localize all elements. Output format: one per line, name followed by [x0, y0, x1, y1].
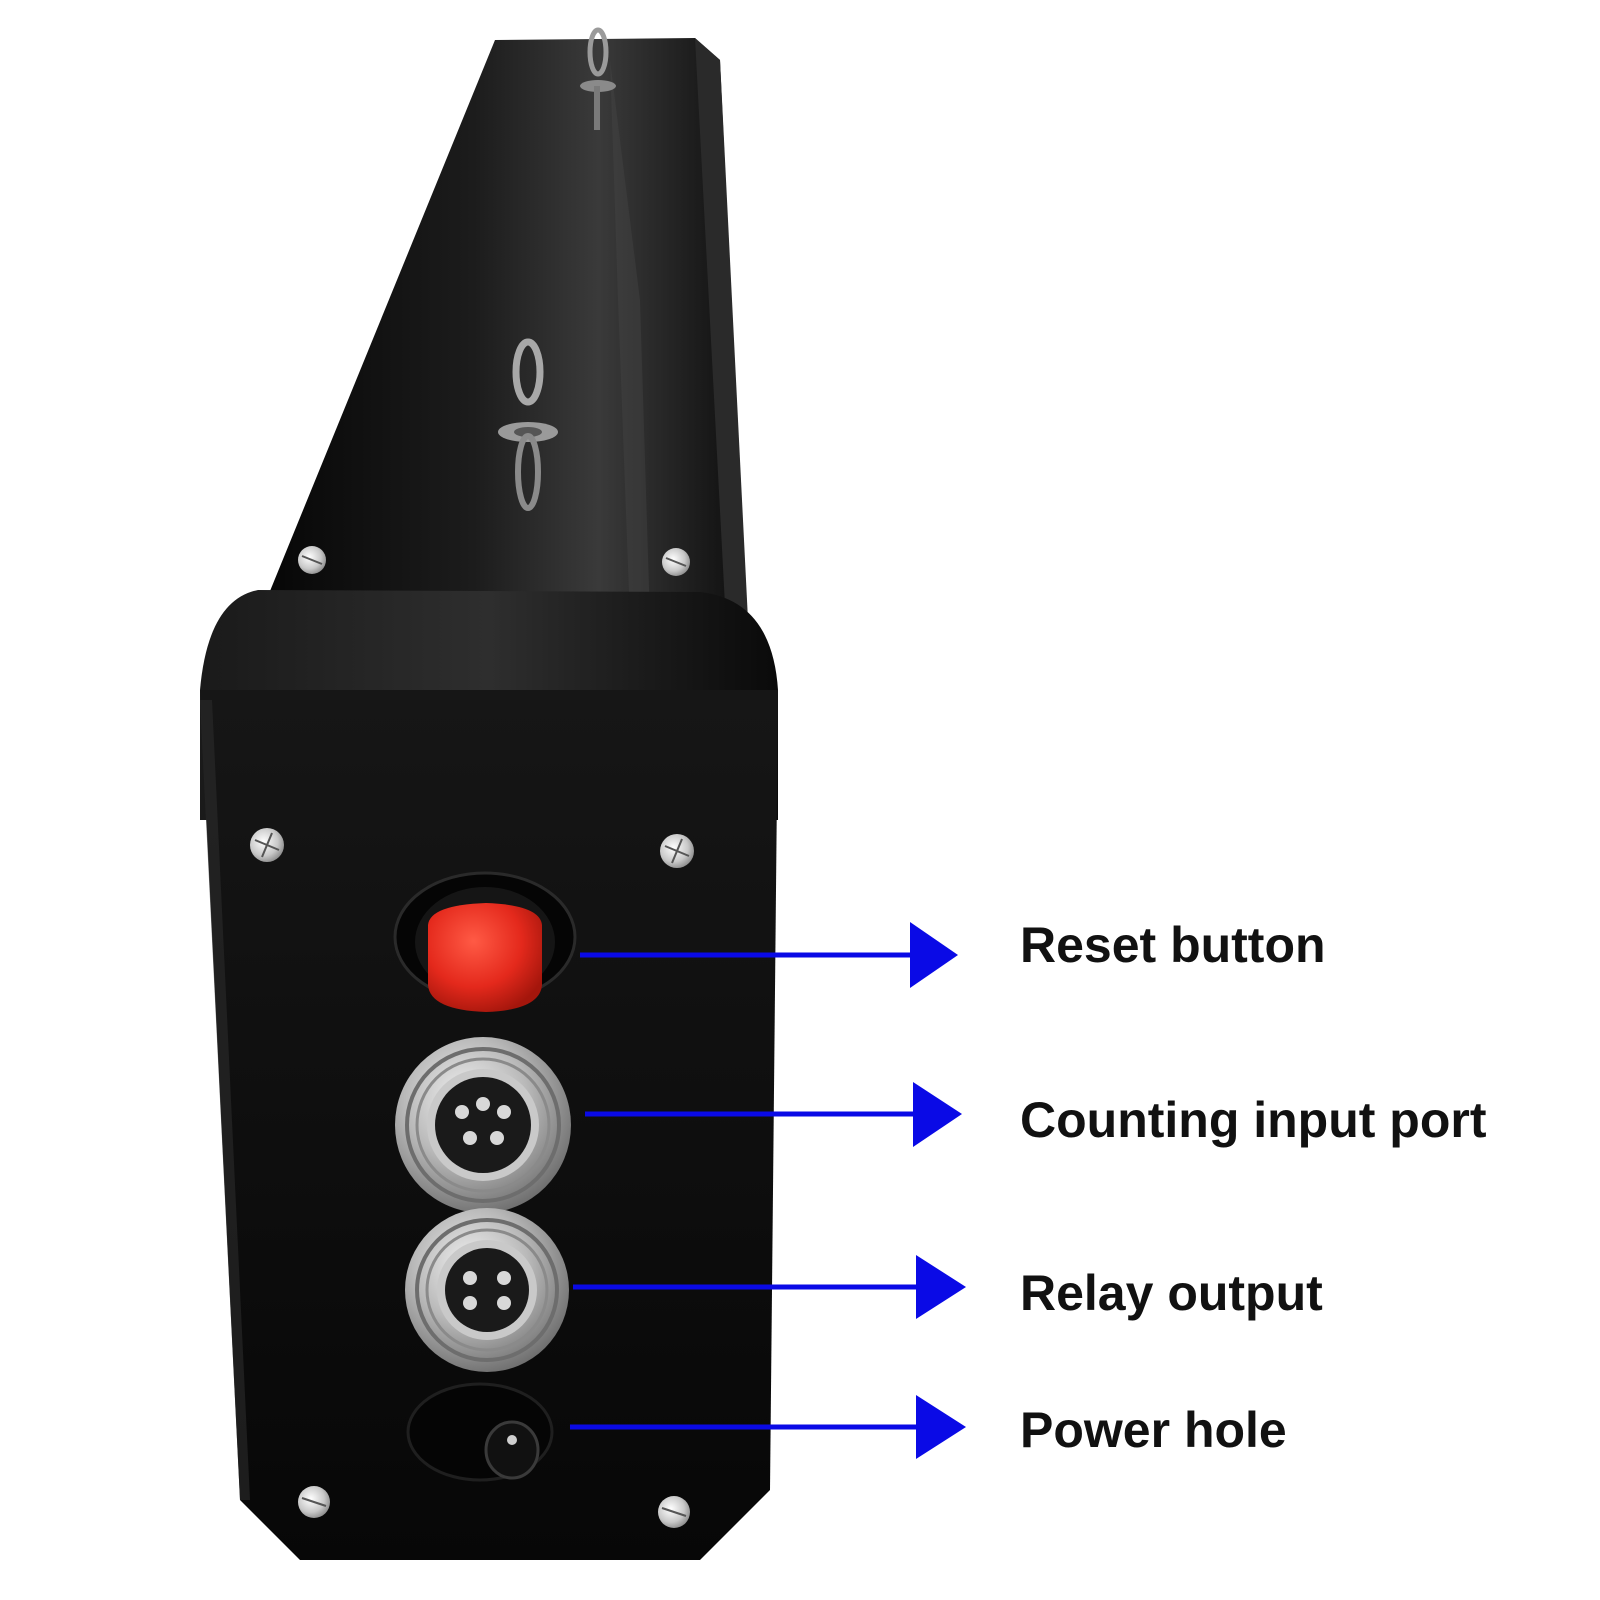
- power-jack: [406, 1382, 554, 1482]
- reset-button-part: [393, 871, 577, 1012]
- counting-input-connector: [395, 1037, 571, 1213]
- screw-top-right: [662, 548, 690, 576]
- screw-top-left: [298, 546, 326, 574]
- screw-face-lower-right: [658, 1496, 690, 1528]
- callout-label-relay-output: Relay output: [1020, 1265, 1323, 1321]
- screw-face-upper-left: [250, 828, 284, 862]
- relay-output-connector: [405, 1208, 569, 1372]
- eye-bolt-top-far: [580, 27, 616, 130]
- enclosure-top: [250, 38, 750, 662]
- arrow-power: [570, 1395, 966, 1459]
- arrow-counting: [585, 1082, 962, 1147]
- callout-label-counting-input-port: Counting input port: [1020, 1092, 1487, 1148]
- arrow-reset: [580, 922, 958, 988]
- callout-label-power-hole: Power hole: [1020, 1402, 1287, 1458]
- arrow-relay: [573, 1255, 966, 1319]
- callout-label-reset-button: Reset button: [1020, 917, 1326, 973]
- screw-face-lower-left: [298, 1486, 330, 1518]
- screw-face-upper-right: [660, 834, 694, 868]
- eye-bolt-top-near: [498, 338, 558, 511]
